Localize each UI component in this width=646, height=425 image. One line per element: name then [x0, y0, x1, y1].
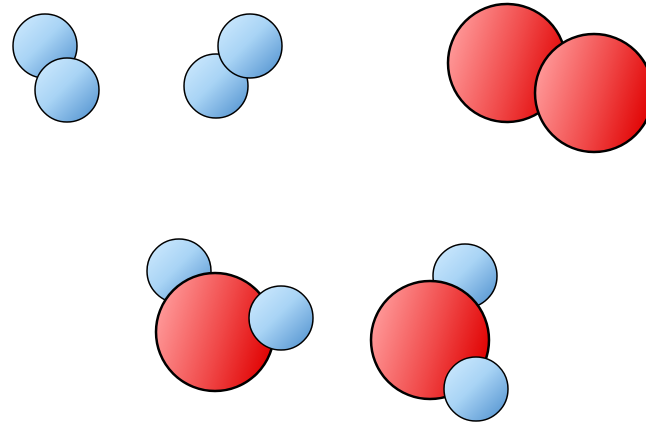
- molecule-h2-2: [183, 13, 283, 119]
- molecule-h2o-1: [146, 238, 314, 393]
- molecule-o2: [446, 2, 646, 154]
- molecule-h2-1: [12, 13, 100, 123]
- molecule-h2o-2: [369, 243, 509, 422]
- hydrogen-atom: [248, 285, 314, 351]
- hydrogen-atom: [34, 57, 100, 123]
- oxygen-atom: [533, 32, 646, 154]
- hydrogen-atom: [217, 13, 283, 79]
- hydrogen-atom: [443, 356, 509, 422]
